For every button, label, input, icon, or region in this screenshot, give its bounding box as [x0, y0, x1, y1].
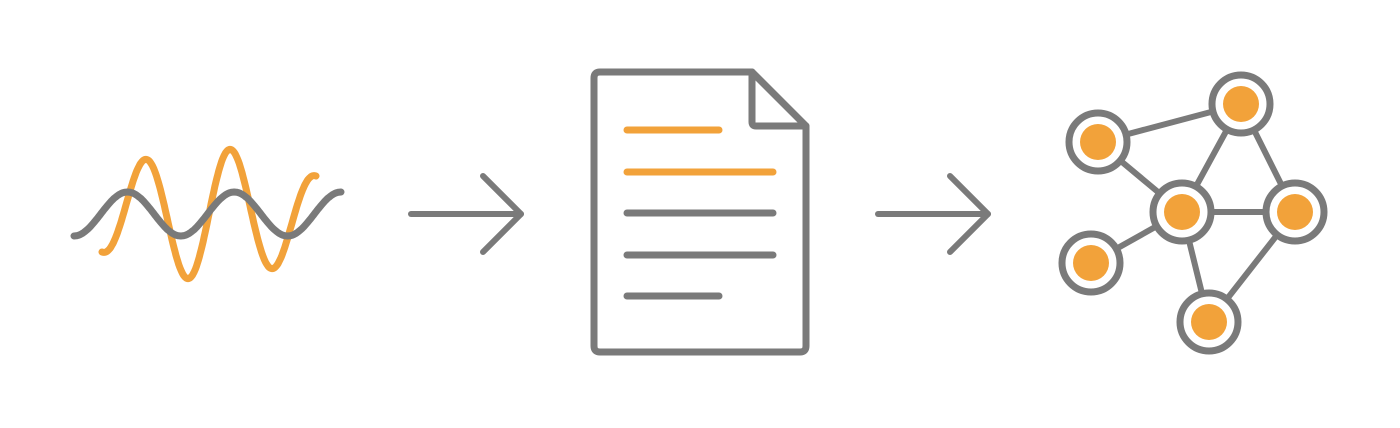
text-document-icon — [590, 68, 810, 356]
document-outline — [590, 68, 810, 356]
graph-node — [1058, 230, 1124, 296]
graph-node — [1208, 71, 1274, 137]
sound-wave-icon — [70, 145, 345, 283]
graph-node — [1176, 289, 1242, 355]
graph-node — [1149, 179, 1215, 245]
graph-nodes — [1058, 71, 1328, 355]
wave-primary-line — [70, 188, 345, 240]
arrow-right-icon — [408, 173, 524, 255]
graph-node — [1065, 109, 1131, 175]
knowledge-graph-icon — [1058, 71, 1328, 355]
arrow-right-icon — [875, 173, 991, 255]
document-fold — [748, 68, 810, 130]
graph-node — [1262, 179, 1328, 245]
